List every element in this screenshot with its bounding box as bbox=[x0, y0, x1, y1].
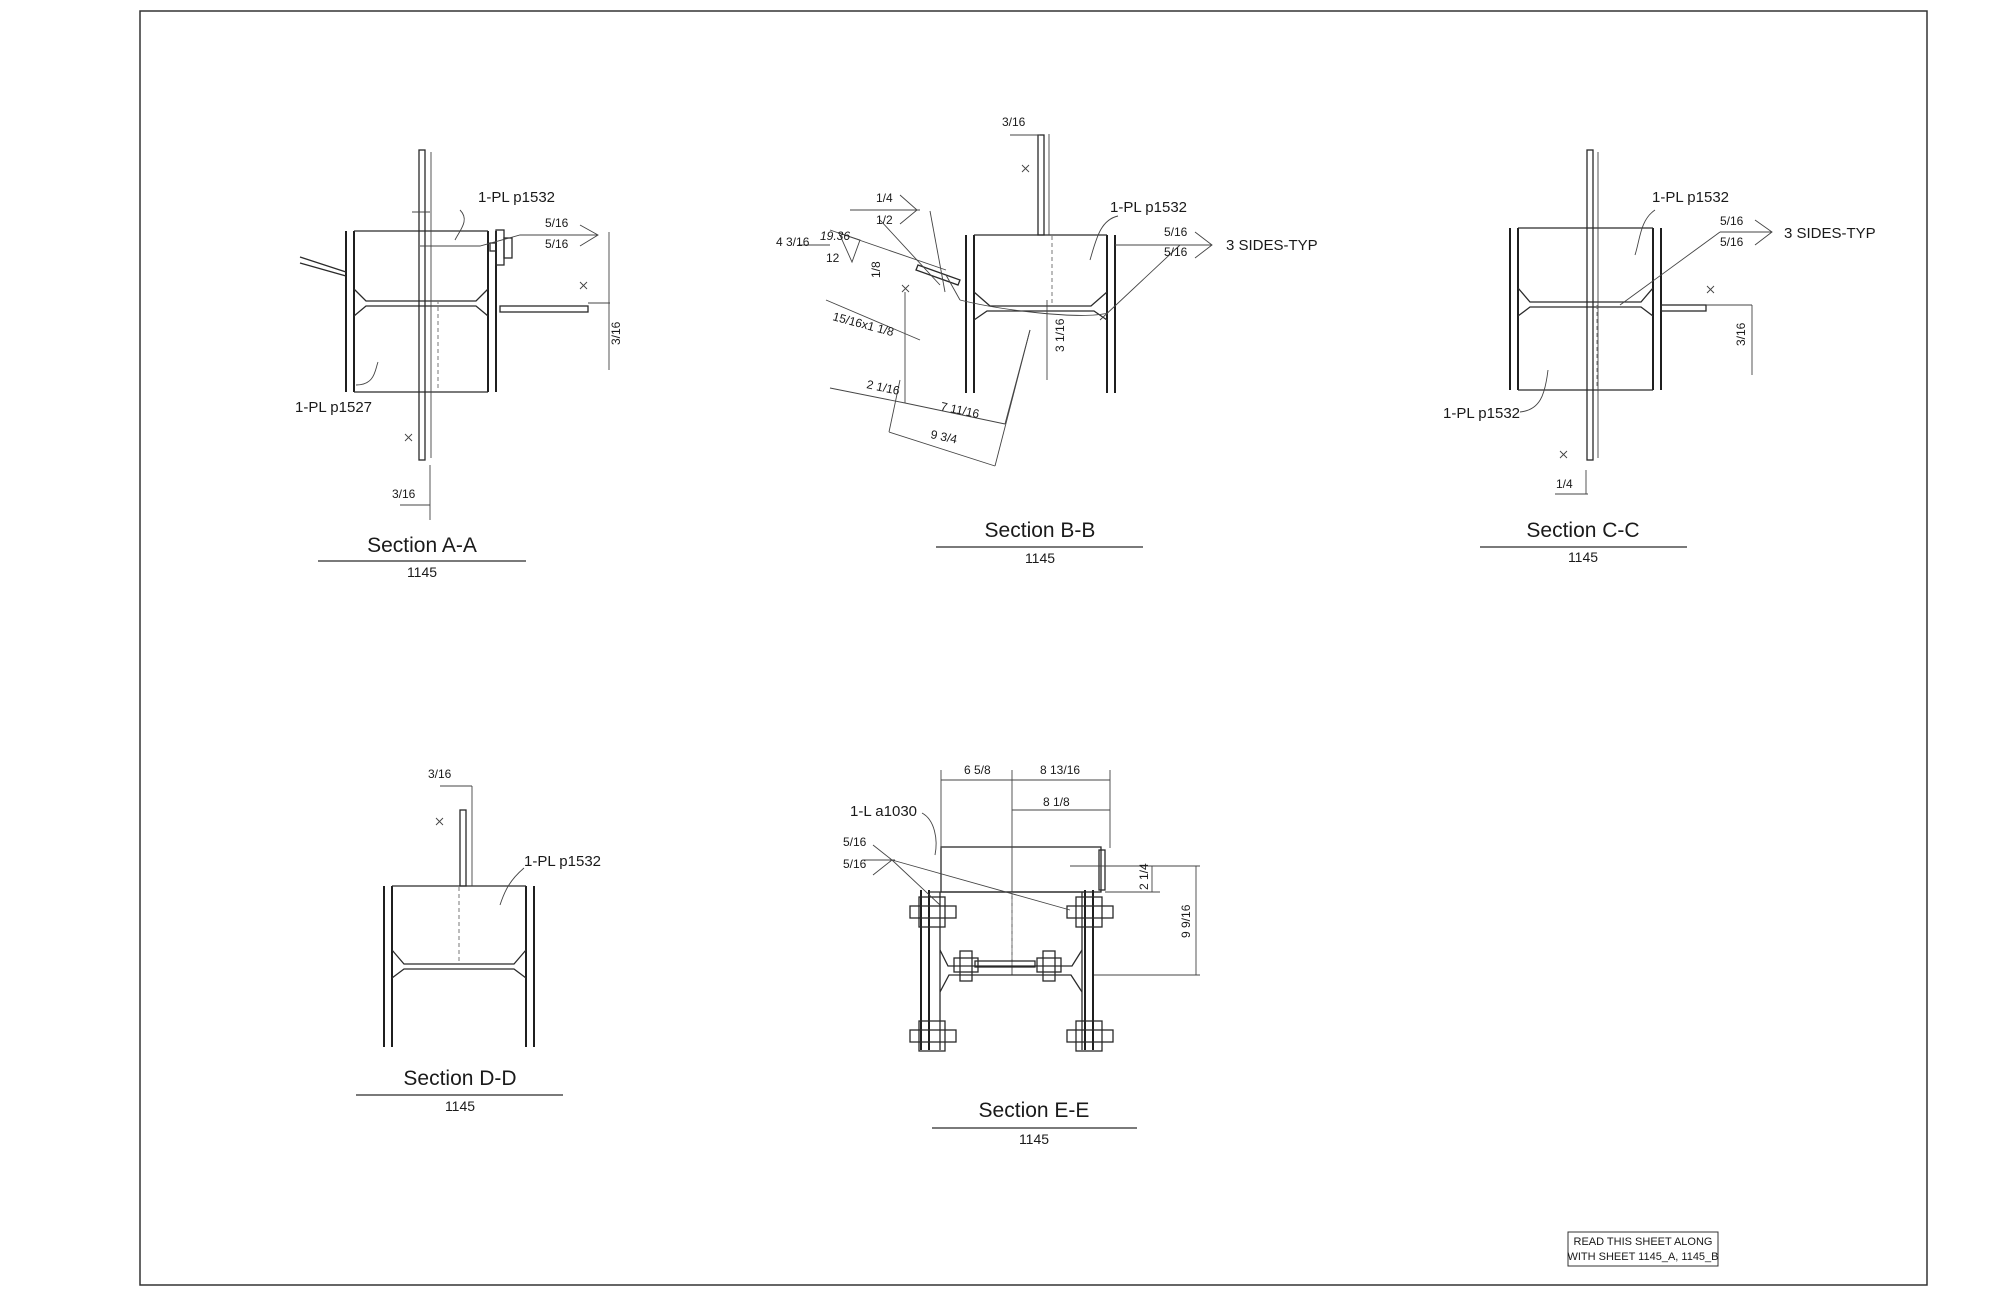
sheet-note-line-1: READ THIS SHEET ALONG bbox=[1574, 1236, 1713, 1248]
section-e-dim-5: 9 9/16 bbox=[1179, 904, 1193, 938]
section-d-ref: 1145 bbox=[445, 1098, 475, 1114]
section-e-drawing bbox=[864, 770, 1200, 1052]
section-a-title: Section A-A bbox=[367, 534, 477, 557]
section-a-plate-bottom-label: 1-PL p1527 bbox=[295, 399, 372, 416]
section-b-title: Section B-B bbox=[985, 519, 1096, 542]
section-c-title: Section C-C bbox=[1526, 519, 1639, 542]
section-e-dim-4: 2 1/4 bbox=[1137, 863, 1151, 890]
section-b-gap: 1/8 bbox=[869, 261, 883, 278]
section-d-weld-top: 3/16 bbox=[428, 767, 452, 781]
section-b-weld-c: 5/16 bbox=[1164, 225, 1188, 239]
section-b-bolt: 15/16x1 1/8 bbox=[831, 309, 896, 339]
section-a-weld-right: 3/16 bbox=[609, 321, 623, 345]
section-a-drawing bbox=[299, 149, 610, 520]
section-c-ref: 1145 bbox=[1568, 549, 1598, 565]
section-e-angle-label: 1-L a1030 bbox=[850, 803, 917, 820]
section-a-ref: 1145 bbox=[407, 564, 437, 580]
section-b-slope-hyp: 19.36 bbox=[820, 229, 850, 243]
section-e-dim-2: 8 13/16 bbox=[1040, 763, 1080, 777]
section-b-typ-note: 3 SIDES-TYP bbox=[1226, 237, 1318, 254]
section-b-ref: 1145 bbox=[1025, 550, 1055, 566]
sheet-note-box bbox=[1567, 1231, 1719, 1267]
sheet-border bbox=[139, 10, 1928, 1286]
section-c-typ-note: 3 SIDES-TYP bbox=[1784, 225, 1876, 242]
section-d-title: Section D-D bbox=[403, 1067, 516, 1090]
section-b-weld-d: 5/16 bbox=[1164, 245, 1188, 259]
section-e-dim-1: 6 5/8 bbox=[964, 763, 991, 777]
section-c-weld-foot: 1/4 bbox=[1556, 477, 1573, 491]
section-b-dim-1: 2 1/16 bbox=[865, 377, 901, 398]
section-b-dim-3: 9 3/4 bbox=[929, 427, 958, 446]
section-a-weld-foot: 3/16 bbox=[392, 487, 416, 501]
section-b-fillet-b: 1/2 bbox=[876, 213, 893, 227]
section-c-plate-top-label: 1-PL p1532 bbox=[1652, 189, 1729, 206]
section-a-weld-bottom: 5/16 bbox=[545, 237, 569, 251]
section-b-dim-2: 7 11/16 bbox=[939, 399, 981, 421]
section-e-weld-b: 5/16 bbox=[843, 857, 867, 871]
section-d-drawing bbox=[383, 785, 535, 1047]
section-b-plate-label: 1-PL p1532 bbox=[1110, 199, 1187, 216]
section-b-dim-4: 3 1/16 bbox=[1053, 318, 1067, 352]
section-c-weld-right: 3/16 bbox=[1734, 322, 1748, 346]
section-e-weld-a: 5/16 bbox=[843, 835, 867, 849]
section-b-weld-top: 3/16 bbox=[1002, 115, 1026, 129]
section-c-drawing bbox=[1509, 149, 1773, 495]
section-c-weld-a: 5/16 bbox=[1720, 214, 1744, 228]
section-e-dim-3: 8 1/8 bbox=[1043, 795, 1070, 809]
section-b-fillet-a: 1/4 bbox=[876, 191, 893, 205]
section-c-plate-bottom-label: 1-PL p1532 bbox=[1443, 405, 1520, 422]
section-b-drawing bbox=[798, 134, 1213, 467]
section-e-title: Section E-E bbox=[979, 1099, 1090, 1122]
section-d-plate-label: 1-PL p1532 bbox=[524, 853, 601, 870]
section-a-weld-top: 5/16 bbox=[545, 216, 569, 230]
section-a-plate-top-label: 1-PL p1532 bbox=[478, 189, 555, 206]
sheet-note-line-2: WITH SHEET 1145_A, 1145_B bbox=[1567, 1251, 1718, 1263]
section-b-slope-rise: 4 3/16 bbox=[776, 235, 810, 249]
section-c-weld-b: 5/16 bbox=[1720, 235, 1744, 249]
section-e-ref: 1145 bbox=[1019, 1131, 1049, 1147]
section-b-slope-run: 12 bbox=[826, 251, 840, 265]
